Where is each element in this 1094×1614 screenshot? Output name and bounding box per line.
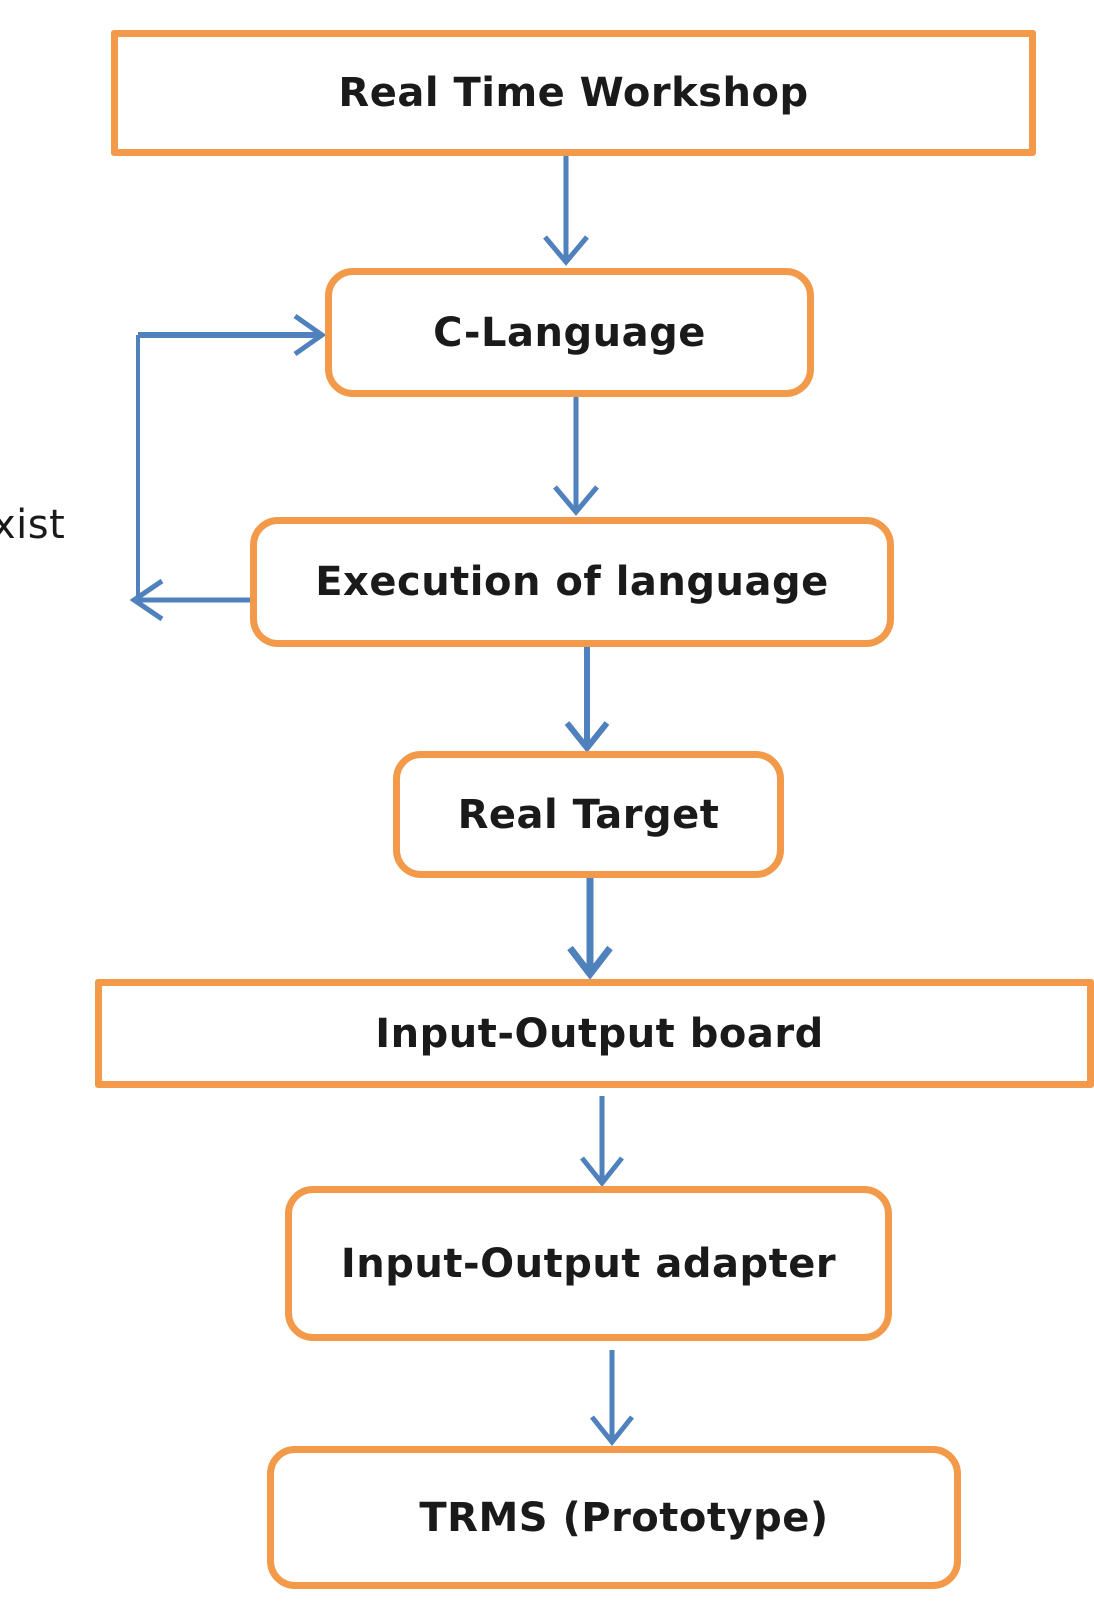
node-real-time-workshop: Real Time Workshop — [111, 30, 1036, 156]
node-io-board: Input-Output board — [95, 979, 1094, 1088]
node-c-language: C-Language — [325, 268, 814, 397]
node-label: Input-Output adapter — [340, 1240, 837, 1287]
arrow-io-adapter-to-trms — [590, 1350, 634, 1447]
node-label: TRMS (Prototype) — [419, 1494, 829, 1541]
node-trms-prototype: TRMS (Prototype) — [267, 1446, 961, 1589]
loop-label: xist — [0, 502, 66, 548]
node-io-adapter: Input-Output adapter — [285, 1186, 892, 1341]
node-label: Real Time Workshop — [338, 70, 809, 116]
arrow-io-board-to-io-adapter — [580, 1096, 624, 1188]
node-label: Input-Output board — [375, 1010, 824, 1057]
node-label: C-Language — [433, 309, 706, 356]
arrow-execution-to-real-target — [564, 647, 610, 753]
arrow-real-target-to-io-board — [567, 878, 613, 980]
node-real-target: Real Target — [393, 751, 784, 878]
arrow-workshop-to-c-language — [543, 156, 589, 266]
arrow-c-language-to-execution — [553, 397, 599, 516]
node-label: Real Target — [457, 791, 720, 838]
feedback-loop-arrow — [129, 313, 327, 622]
node-label: Execution of language — [315, 559, 829, 605]
node-execution-of-language: Execution of language — [250, 517, 894, 647]
